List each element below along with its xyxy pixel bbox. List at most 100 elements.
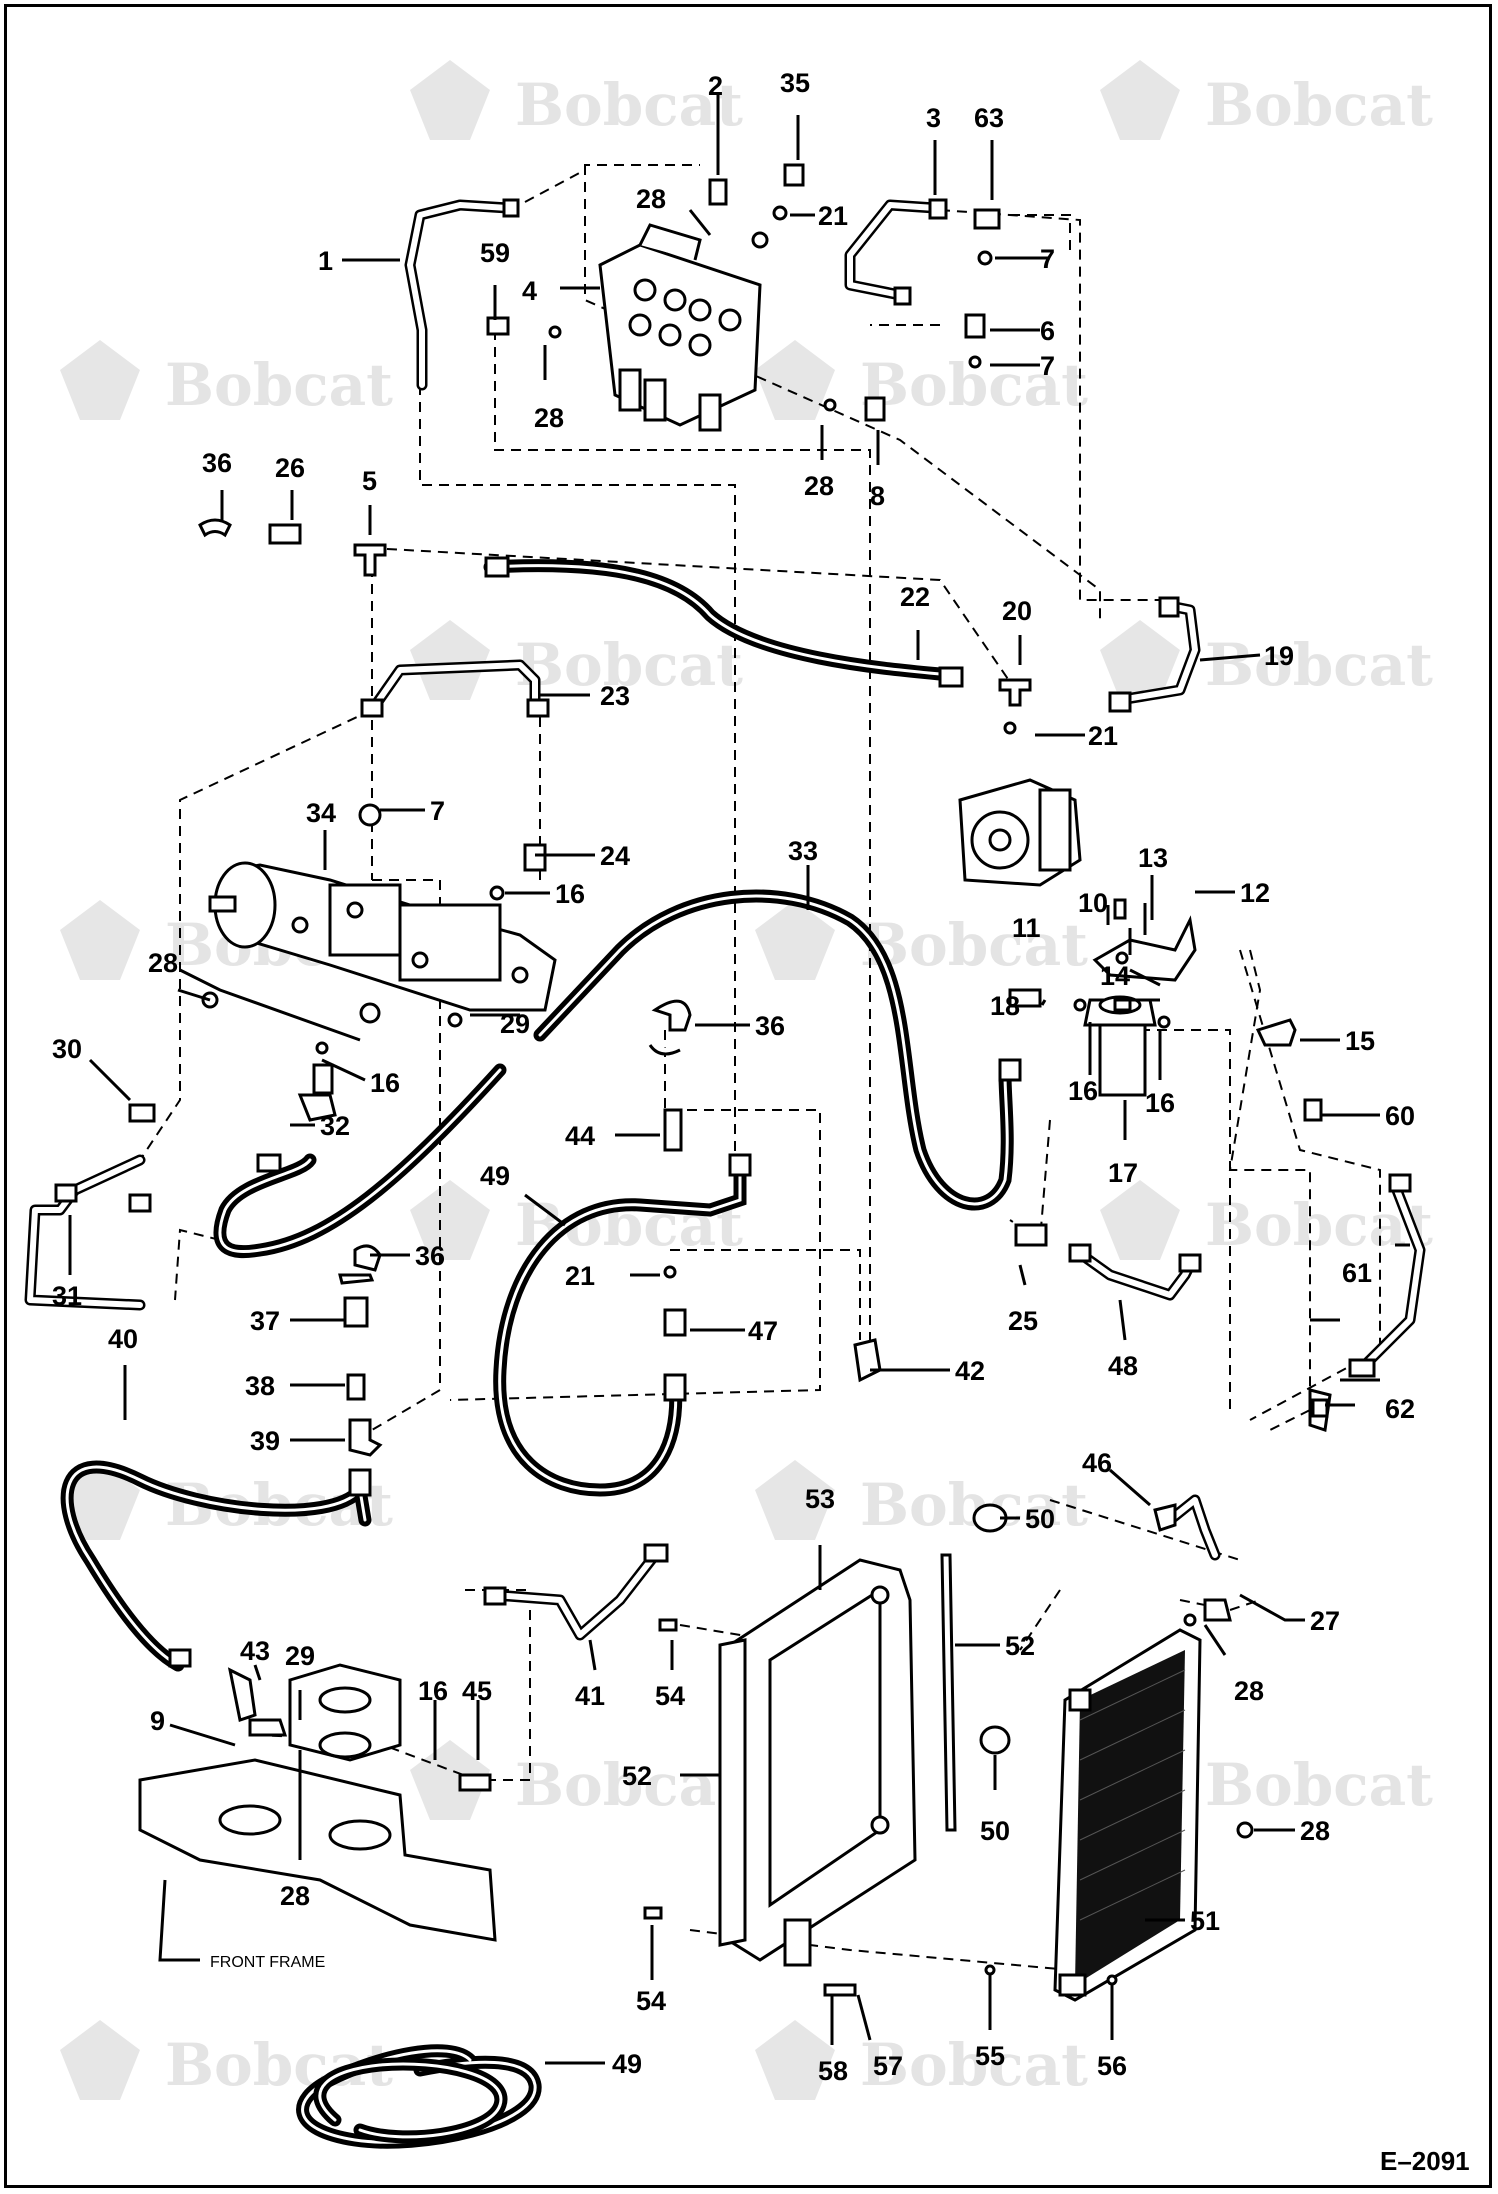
label-33: 33	[788, 836, 818, 866]
label-53: 53	[805, 1484, 835, 1514]
hose-33	[533, 889, 1014, 1211]
label-28: 28	[1300, 1816, 1330, 1846]
label-49: 49	[612, 2049, 642, 2079]
label-9: 9	[150, 1706, 165, 1736]
tube-19	[1114, 599, 1201, 706]
hose-49-coil	[296, 2044, 542, 2149]
label-20: 20	[1002, 596, 1032, 626]
hose-22	[483, 559, 957, 682]
label-2: 2	[708, 71, 723, 101]
label-34: 34	[306, 798, 336, 828]
watermark-logo-icon: Bobcat	[1100, 1180, 1433, 1260]
label-52: 52	[1005, 1631, 1035, 1661]
label-28: 28	[636, 184, 666, 214]
label-51: 51	[1190, 1906, 1220, 1936]
label-46: 46	[1082, 1448, 1112, 1478]
watermark-text: Bobcat	[1205, 631, 1433, 699]
watermark-text: Bobcat	[165, 351, 393, 419]
watermark-logo-icon: Bobcat	[755, 900, 1088, 980]
tube-23	[366, 659, 541, 716]
label-40: 40	[108, 1324, 138, 1354]
hose-32	[213, 1063, 507, 1259]
label-52: 52	[622, 1761, 652, 1791]
label-47: 47	[748, 1316, 778, 1346]
label-8: 8	[870, 481, 885, 511]
label-11: 11	[1012, 913, 1041, 943]
watermark-logo-icon: Bobcat	[1100, 60, 1433, 140]
label-60: 60	[1385, 1101, 1415, 1131]
connection-lines	[139, 164, 1381, 1971]
radiator-shroud	[718, 1558, 917, 1967]
label-16: 16	[418, 1676, 448, 1706]
label-36: 36	[755, 1011, 785, 1041]
label-44: 44	[565, 1121, 595, 1151]
figure-code: E–2091	[1380, 2146, 1470, 2176]
label-55: 55	[975, 2041, 1005, 2071]
label-16: 16	[555, 879, 585, 909]
label-61: 61	[1342, 1258, 1372, 1288]
watermark-logo-icon: Bobcat	[755, 1460, 1088, 1540]
label-48: 48	[1108, 1351, 1138, 1381]
label-63: 63	[974, 103, 1004, 133]
label-56: 56	[1097, 2051, 1127, 2081]
tube-31	[24, 1154, 146, 1311]
tube-41	[489, 1549, 661, 1641]
label-50: 50	[980, 1816, 1010, 1846]
label-36: 36	[202, 448, 232, 478]
label-58: 58	[818, 2056, 848, 2086]
label-32: 32	[320, 1111, 350, 1141]
watermark-logo-icon: Bobcat	[755, 2020, 1088, 2100]
label-54: 54	[636, 1986, 666, 2016]
label-7: 7	[1040, 351, 1055, 381]
label-29: 29	[500, 1009, 530, 1039]
label-6: 6	[1040, 316, 1055, 346]
watermark-text: Bobcat	[860, 1471, 1088, 1539]
label-5: 5	[362, 466, 377, 496]
label-27: 27	[1310, 1606, 1340, 1636]
label-14: 14	[1100, 961, 1130, 991]
watermark-text: Bobcat	[860, 2031, 1088, 2099]
label-10: 10	[1078, 888, 1108, 918]
watermark-text: Bobcat	[515, 631, 743, 699]
label-50: 50	[1025, 1504, 1055, 1534]
label-36: 36	[415, 1241, 445, 1271]
label-28: 28	[280, 1881, 310, 1911]
label-42: 42	[955, 1356, 985, 1386]
label-59: 59	[480, 238, 510, 268]
label-35: 35	[780, 68, 810, 98]
oil-cooler	[1053, 1628, 1202, 2002]
label-13: 13	[1138, 843, 1168, 873]
gear-pump	[958, 778, 1082, 887]
label-16: 16	[370, 1068, 400, 1098]
label-29: 29	[285, 1641, 315, 1671]
watermark-group: Bobcat Bobcat Bobcat Bobcat Bobcat Bobca…	[60, 60, 1433, 2100]
part-labels: 1 2 35 28 21 59 4 28 3 63 7 6 7 28 8 36 …	[52, 68, 1415, 2086]
label-30: 30	[52, 1034, 82, 1064]
label-39: 39	[250, 1426, 280, 1456]
label-3: 3	[926, 103, 941, 133]
label-49: 49	[480, 1161, 510, 1191]
watermark-text: Bobcat	[860, 911, 1088, 979]
control-valve	[598, 223, 762, 432]
label-21: 21	[818, 201, 848, 231]
label-21: 21	[565, 1261, 595, 1291]
label-21: 21	[1088, 721, 1118, 751]
label-19: 19	[1264, 641, 1294, 671]
seal-strip-52	[940, 1553, 957, 1832]
tube-1	[404, 199, 514, 391]
label-15: 15	[1345, 1026, 1375, 1056]
label-4: 4	[522, 276, 537, 306]
label-7: 7	[430, 796, 445, 826]
watermark-logo-icon: Bobcat	[410, 1740, 743, 1820]
label-31: 31	[52, 1281, 82, 1311]
label-57: 57	[873, 2051, 903, 2081]
tube-46	[1164, 1494, 1221, 1561]
label-28: 28	[534, 403, 564, 433]
watermark-logo-icon: Bobcat	[60, 340, 393, 420]
label-25: 25	[1008, 1306, 1038, 1336]
label-28: 28	[1234, 1676, 1264, 1706]
label-62: 62	[1385, 1394, 1415, 1424]
watermark-text: Bobcat	[1205, 1751, 1433, 1819]
label-22: 22	[900, 582, 930, 612]
